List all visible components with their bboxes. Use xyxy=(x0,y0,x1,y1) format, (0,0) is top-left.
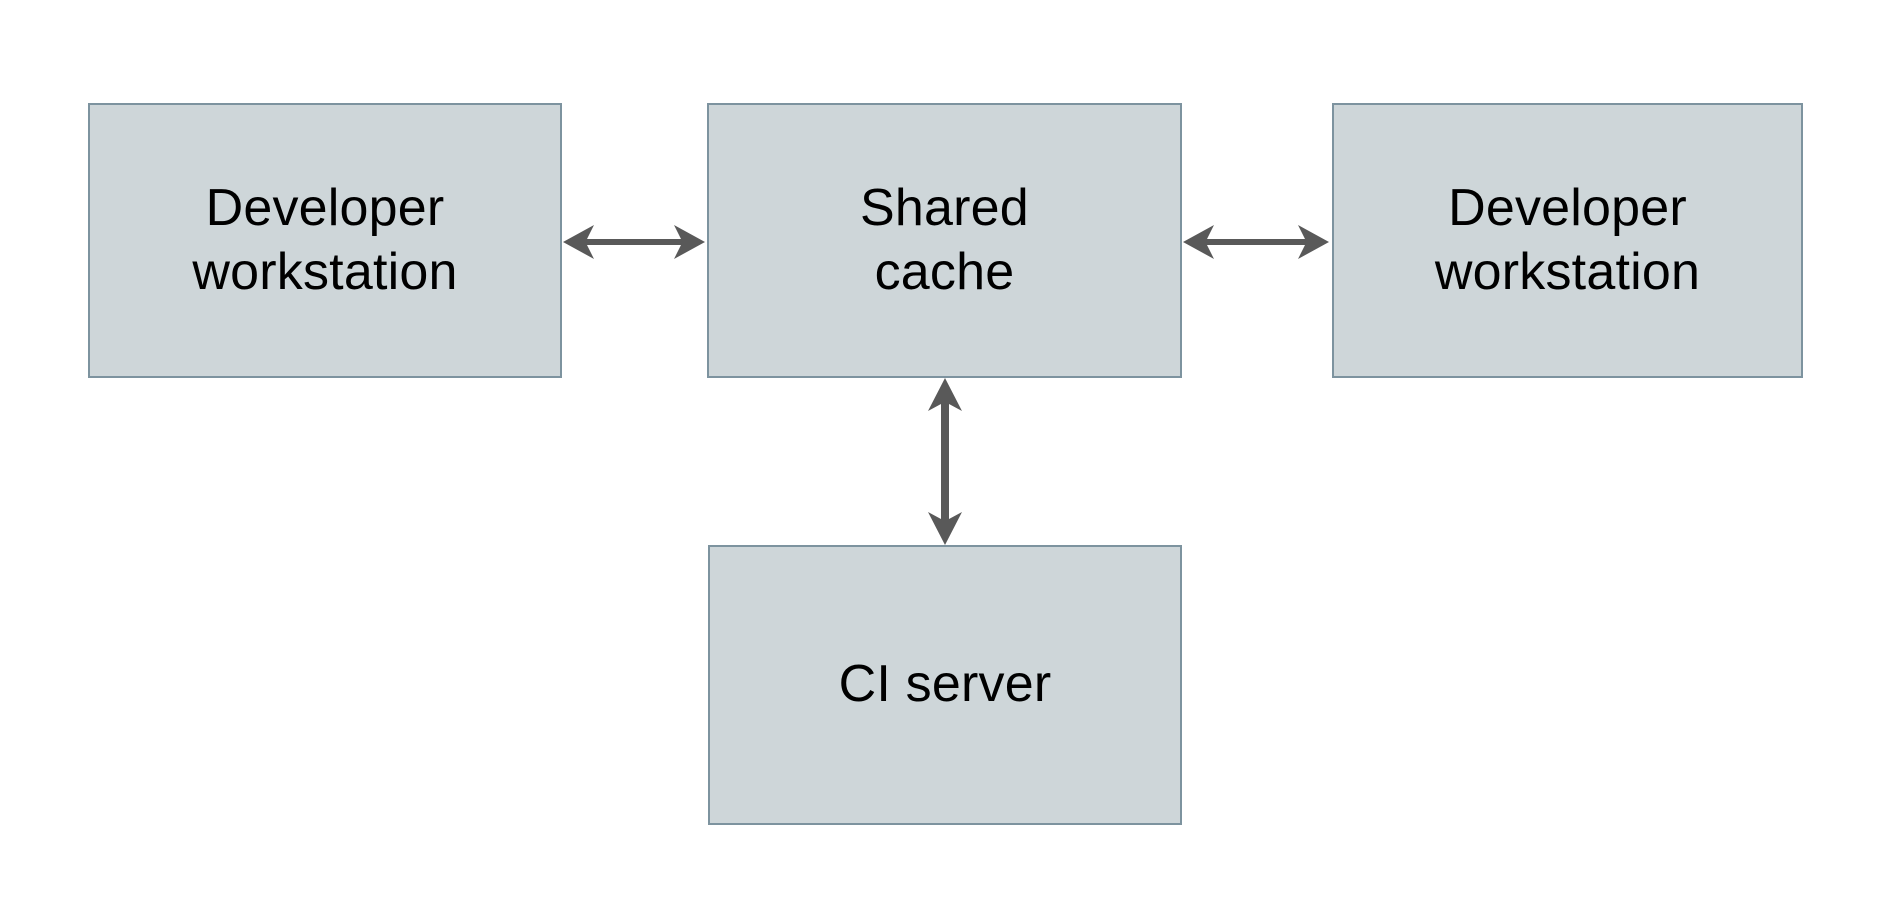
node-label-shared-cache: Shared cache xyxy=(860,179,1029,301)
connector-shared-cache-developer-workstation-right[interactable] xyxy=(1178,212,1334,272)
connector-developer-workstation-left-shared-cache[interactable] xyxy=(558,212,710,272)
node-label-developer-workstation-left: Developer workstation xyxy=(192,179,458,301)
double-arrow-icon xyxy=(1183,225,1329,259)
double-arrow-icon xyxy=(928,378,962,545)
connector-shared-cache-ci-server[interactable] xyxy=(915,374,975,549)
node-label-developer-workstation-right: Developer workstation xyxy=(1434,179,1701,301)
node-developer-workstation-right[interactable]: Developer workstation xyxy=(1332,103,1803,378)
node-ci-server[interactable]: CI server xyxy=(708,545,1182,825)
node-label-ci-server: CI server xyxy=(838,655,1052,714)
double-arrow-icon xyxy=(563,225,705,259)
node-developer-workstation-left[interactable]: Developer workstation xyxy=(88,103,562,378)
node-shared-cache[interactable]: Shared cache xyxy=(707,103,1182,378)
